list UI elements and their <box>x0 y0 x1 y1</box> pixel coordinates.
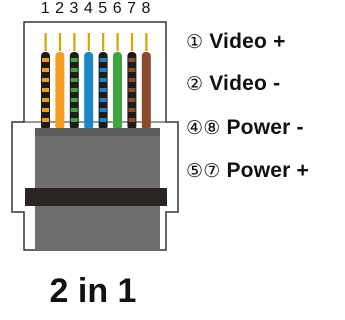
wire-group <box>41 52 151 130</box>
wire-stripe <box>128 118 136 122</box>
wire-stripe <box>99 88 107 92</box>
wire-stripe <box>99 68 107 72</box>
legend-pin-mark: ④⑧ <box>186 117 221 139</box>
wire-stripe <box>42 88 49 92</box>
wire-insulation <box>84 52 94 130</box>
wire-pin-2 <box>55 52 65 130</box>
wire-stripe <box>70 78 78 82</box>
legend-label: Power + <box>226 159 309 182</box>
wire-stripe <box>70 68 78 72</box>
pin-number: 1 <box>40 0 50 17</box>
pin-number: 8 <box>141 0 151 17</box>
contact-pin <box>145 33 148 51</box>
wire-stripe <box>70 98 78 102</box>
wire-stripe <box>99 108 107 112</box>
legend-label: Power - <box>226 116 304 139</box>
plug-body-shade <box>35 128 160 136</box>
wire-stripe <box>70 88 78 92</box>
wire-stripe <box>128 108 136 112</box>
wire-stripe <box>128 78 136 82</box>
wire-insulation <box>55 52 65 130</box>
wire-pin-6 <box>113 52 122 130</box>
pin-number: 4 <box>83 0 93 17</box>
contact-pins <box>44 33 148 51</box>
wire-stripe <box>70 58 78 62</box>
wire-insulation <box>113 52 122 130</box>
pin-number: 6 <box>112 0 122 17</box>
wire-stripe <box>70 108 78 112</box>
wire-pin-7 <box>127 52 137 130</box>
contact-pin <box>130 33 134 51</box>
wire-stripe <box>128 88 136 92</box>
wire-stripe <box>99 118 107 122</box>
contact-pin <box>73 33 76 51</box>
contact-pin <box>87 33 90 51</box>
legend-pin-mark: ② <box>186 73 204 95</box>
legend-pin-mark: ⑤⑦ <box>186 160 221 182</box>
wire-stripe <box>128 68 136 72</box>
wire-pin-8 <box>141 52 151 130</box>
wire-stripe <box>99 98 107 102</box>
wire-pin-3 <box>69 52 79 130</box>
wire-stripe <box>128 98 136 102</box>
contact-pin <box>102 33 105 51</box>
wire-stripe <box>42 78 49 82</box>
wire-stripe <box>42 68 49 72</box>
wire-pin-1 <box>41 52 50 130</box>
wire-stripe <box>99 78 107 82</box>
clip-band <box>25 188 167 206</box>
pin-number: 5 <box>98 0 108 17</box>
wire-stripe <box>70 118 78 122</box>
wire-stripe <box>128 58 136 62</box>
wire-stripe <box>99 58 107 62</box>
wire-pin-4 <box>84 52 94 130</box>
contact-pin <box>58 33 62 51</box>
legend-label: Video + <box>209 30 286 53</box>
wire-stripe <box>42 58 49 62</box>
wire-stripe <box>42 98 49 102</box>
pin-number: 3 <box>69 0 79 17</box>
wire-stripe <box>42 118 49 122</box>
legend-label: Video - <box>209 72 281 95</box>
wire-stripe <box>42 108 49 112</box>
contact-pin <box>44 33 47 51</box>
legend-pin-mark: ① <box>186 31 204 53</box>
pin-number: 2 <box>55 0 65 17</box>
caption-title: 2 in 1 <box>49 272 137 310</box>
contact-pin <box>116 33 119 51</box>
wire-pin-5 <box>98 52 108 130</box>
wire-insulation <box>141 52 151 130</box>
pin-number: 7 <box>127 0 136 17</box>
